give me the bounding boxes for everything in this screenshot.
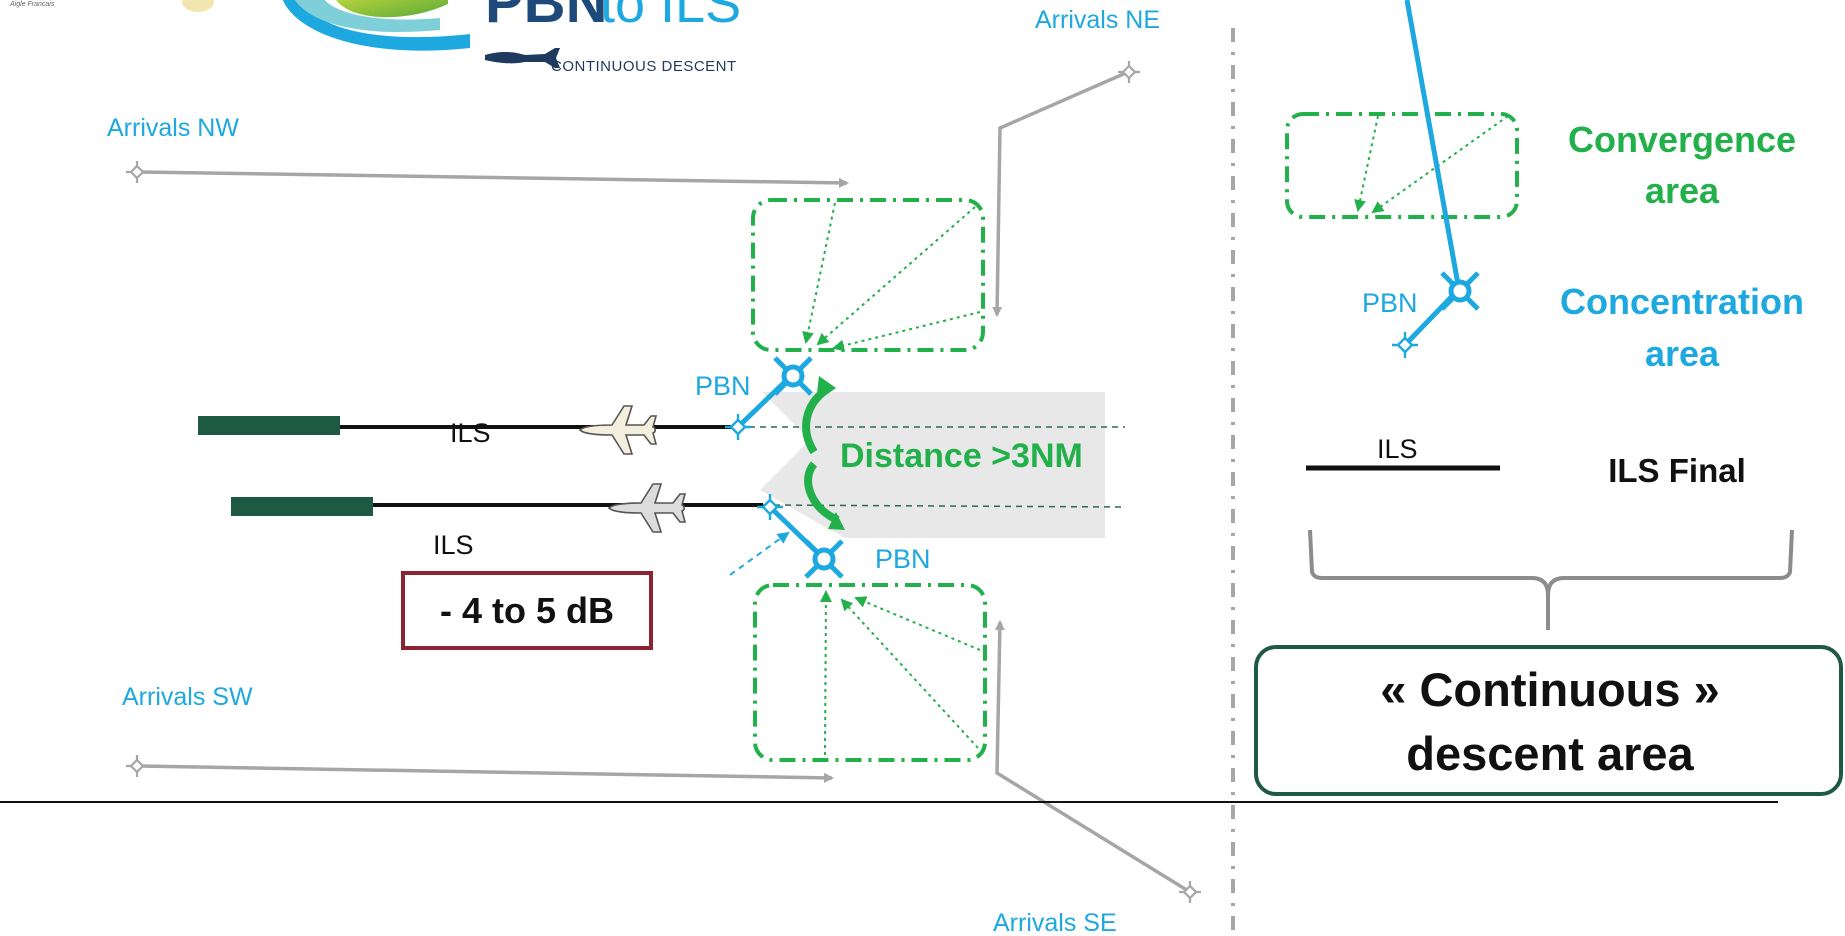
continuous-line2: descent area: [1406, 727, 1694, 780]
legend-convergence-box: [1285, 112, 1519, 219]
convergence-box-north: [751, 198, 985, 352]
waypoint-nw-icon: [125, 160, 149, 184]
convergence-arrow: [819, 590, 832, 756]
ils-extension-lower: [762, 504, 1126, 508]
distance-arrowhead-up: [816, 376, 836, 402]
pbn-concentration-lower: [729, 493, 842, 577]
convergence-arrow: [854, 596, 981, 651]
aircraft-upper-icon: [579, 405, 657, 455]
arrivals-se-label: Arrivals SE: [993, 909, 1117, 936]
legend-pbn-leg: [1404, 0, 1462, 291]
distance-arrowhead-down: [828, 512, 845, 530]
arrivals-nw-label: Arrivals NW: [107, 114, 239, 142]
legend: Convergence area PBN Concentration area …: [1254, 0, 1843, 796]
noise-reduction-box: - 4 to 5 dB: [401, 571, 653, 650]
pbn-lower-label: PBN: [875, 544, 931, 574]
logo-subtitle: CONTINUOUS DESCENT: [551, 58, 737, 75]
legend-concentration-line1: Concentration: [1560, 281, 1804, 322]
distance-arrows: [802, 376, 845, 530]
iaf-waypoint-lower-icon: [806, 541, 842, 577]
pbn-concentration-upper: [724, 358, 811, 441]
logo-swoosh-blue: [282, 0, 470, 51]
legend-convergence-arrow: [1354, 115, 1379, 212]
logo-swoosh-teal: [295, 0, 440, 32]
convergence-arrow: [816, 206, 976, 346]
runway-upper: [198, 416, 340, 435]
arrivals-sw-label: Arrivals SW: [122, 683, 253, 711]
legend-bracket: [1308, 529, 1794, 630]
legend-ils-label: ILS: [1377, 434, 1418, 464]
convergence-arrow: [802, 202, 836, 344]
ils-upper-label: ILS: [450, 418, 491, 448]
waypoint-se-icon: [1178, 880, 1202, 904]
legend-concentration-symbol: [1391, 0, 1478, 359]
legend-ils-final: ILS Final: [1608, 452, 1746, 489]
legend-convergence-line2: area: [1645, 170, 1720, 211]
waypoint-sw-icon: [125, 754, 149, 778]
arrival-route-se: [994, 620, 1191, 894]
pbn-dashed-arrow: [729, 531, 790, 576]
convergence-arrow: [832, 311, 981, 352]
continuous-descent-border: [1254, 645, 1843, 796]
convergence-box-south: [753, 583, 987, 762]
distance-label: Distance >3NM: [840, 437, 1083, 475]
waypoint-ne-icon: [1117, 60, 1141, 84]
continuous-line1: « Continuous »: [1380, 663, 1719, 716]
runway-lower: [231, 497, 373, 516]
logo-dot: [182, 0, 214, 12]
legend-convergence-line1: Convergence: [1568, 119, 1796, 160]
distance-arrow-down: [804, 461, 840, 524]
corner-mark-logo: Aigle Francais: [2, 0, 55, 14]
separation-band: [760, 392, 1105, 538]
corner-mark-text: Aigle Francais: [9, 1, 55, 8]
logo-green-globe: [336, 0, 448, 18]
legend-convergence-symbol: [1285, 112, 1519, 219]
legend-iaf-waypoint-icon: [1442, 273, 1478, 309]
iaf-waypoint-upper-icon: [775, 358, 811, 394]
ils-lower-label: ILS: [433, 530, 474, 560]
legend-concentration-line2: area: [1645, 333, 1720, 374]
logo: Aigle Francais PBN to ILS CONTINUOUS DES…: [2, 0, 741, 75]
legend-pbn-label: PBN: [1362, 288, 1418, 318]
arrivals-ne-label: Arrivals NE: [1035, 6, 1160, 34]
logo-plane-icon: [485, 48, 560, 68]
logo-title: PBN to ILS: [485, 0, 741, 35]
arrival-routes: [125, 60, 1202, 904]
arrival-route-ne: [992, 70, 1129, 317]
noise-box-border: [401, 571, 653, 650]
arrival-route-sw: [139, 764, 834, 783]
convergence-arrow: [840, 598, 979, 749]
arrival-route-nw: [139, 170, 849, 188]
logo-title-light: to ILS: [600, 0, 741, 34]
logo-title-bold: PBN: [485, 0, 607, 35]
runways: [198, 416, 1126, 516]
noise-reduction-label: - 4 to 5 dB: [440, 590, 614, 631]
pbn-upper-label: PBN: [695, 371, 751, 401]
continuous-descent-box: « Continuous » descent area: [1254, 645, 1843, 796]
aircraft-lower-icon: [608, 483, 686, 533]
convergence-area-north: [751, 198, 985, 352]
convergence-area-south: [753, 583, 987, 762]
